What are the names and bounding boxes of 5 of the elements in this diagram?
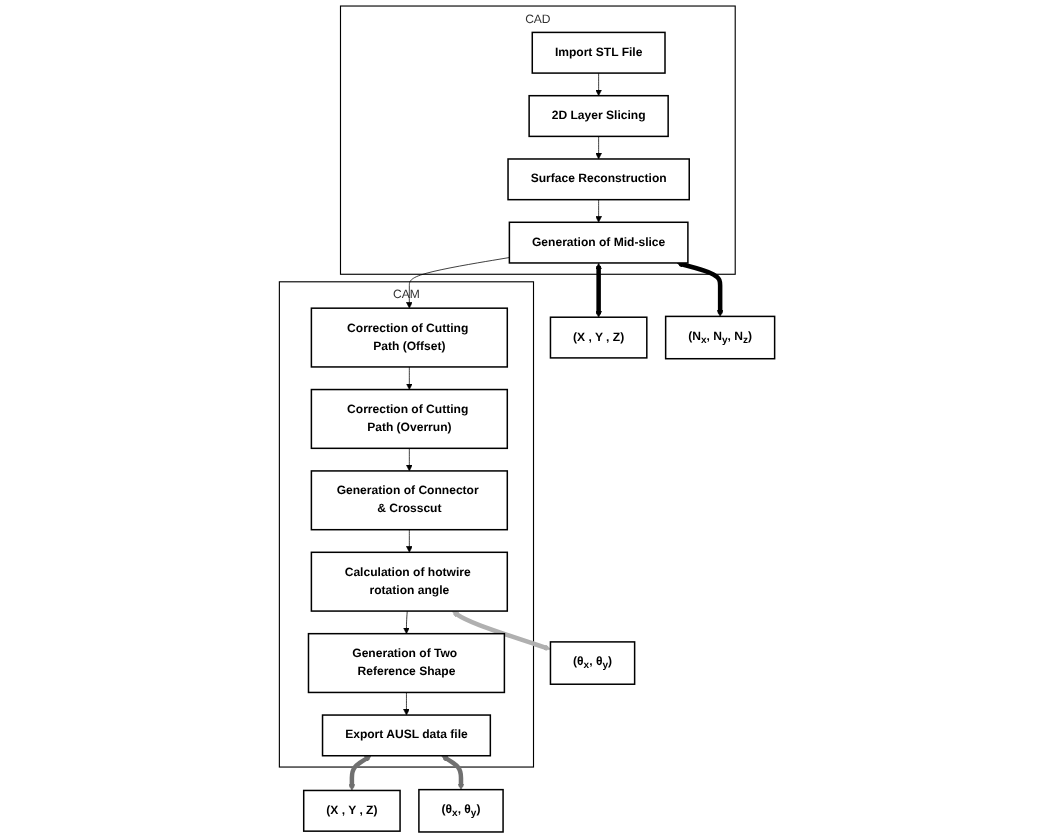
arrow: [441, 755, 465, 790]
arrow: [676, 261, 724, 317]
arrow: [595, 262, 602, 318]
arrow: [348, 755, 372, 791]
arrow: [452, 610, 551, 651]
